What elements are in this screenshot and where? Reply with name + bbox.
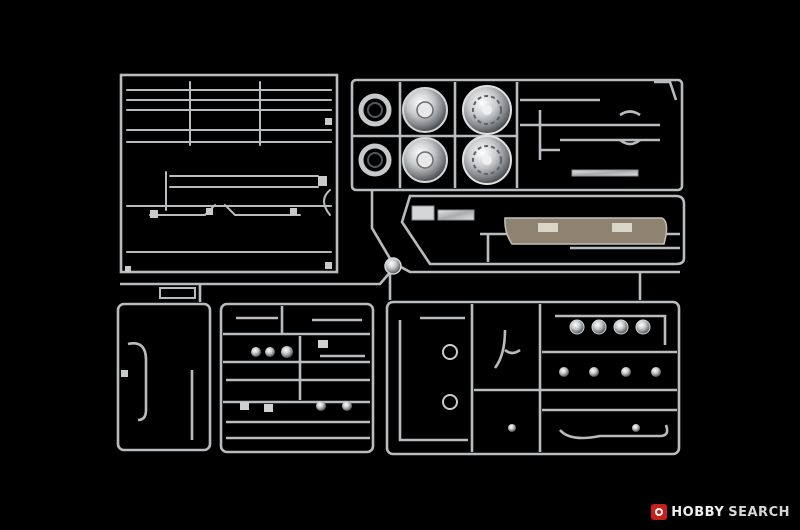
chrome-knob-parts (442, 319, 661, 432)
small-chrome-parts (240, 340, 352, 412)
hobbysearch-logo-icon (651, 504, 668, 520)
sprue-frame-bottom-right (385, 300, 681, 456)
sprue-frame-bottom-middle (219, 302, 375, 454)
watermark-hobby-text: HOBBY (671, 504, 725, 520)
tire-rings (358, 93, 392, 177)
sprue-frame-bottom-left (116, 302, 212, 452)
sprue-frame-wheels (350, 78, 684, 192)
chrome-wheel-hubs (402, 85, 512, 185)
sprue-frame-top-left (119, 73, 339, 299)
sprue-gate-hub (384, 257, 402, 275)
watermark: HOBBY SEARCH (651, 504, 790, 520)
watermark-search-text: SEARCH (728, 504, 790, 520)
front-bumper-part (504, 217, 668, 245)
